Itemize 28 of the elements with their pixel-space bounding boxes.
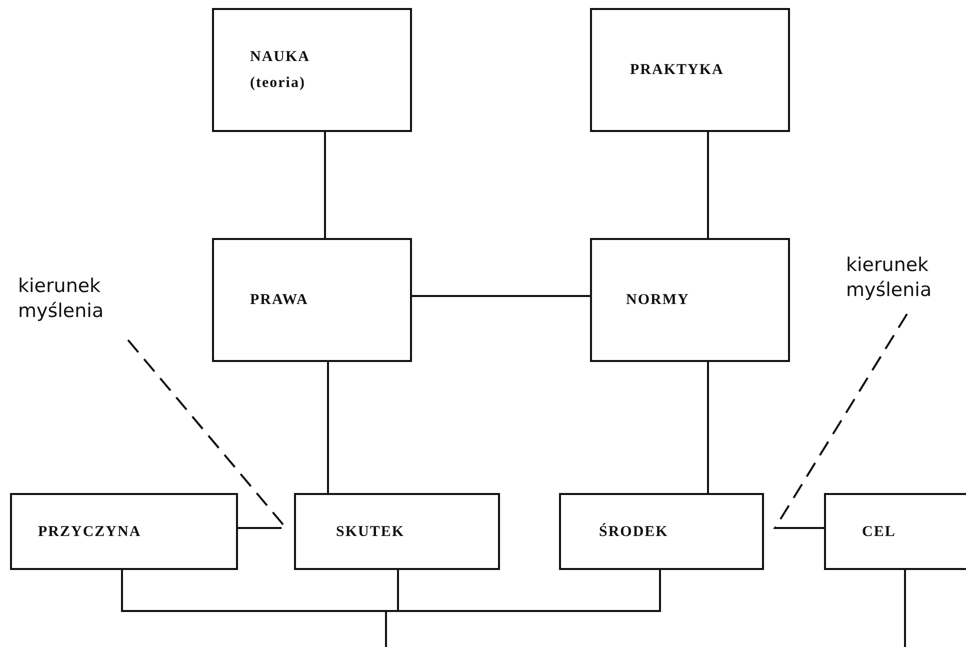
process-box xyxy=(590,238,790,362)
node-label: kierunek myślenia xyxy=(846,253,933,303)
connector-line xyxy=(707,132,709,238)
node-label: kierunek myślenia xyxy=(18,274,105,324)
connector-line xyxy=(397,570,399,611)
dashed-line xyxy=(773,313,908,529)
process-box xyxy=(212,8,412,132)
node-label: PRAWA xyxy=(250,291,310,310)
connector-line xyxy=(707,362,709,493)
process-box xyxy=(294,493,500,570)
node-label: SKUTEK xyxy=(336,522,406,542)
node-label: NAUKA (teoria) xyxy=(250,48,310,93)
process-box xyxy=(559,493,764,570)
node-label: CEL xyxy=(862,522,897,542)
node-label: PRAKTYKA xyxy=(630,61,725,80)
process-box xyxy=(590,8,790,132)
connector-line xyxy=(386,570,661,612)
connector-line xyxy=(324,132,326,238)
node-label: NORMY xyxy=(626,291,690,310)
process-box xyxy=(824,493,966,570)
node-label: ŚRODEK xyxy=(599,522,670,542)
connector-line xyxy=(121,570,387,647)
node-label: PRZYCZYNA xyxy=(38,522,142,542)
process-box xyxy=(212,238,412,362)
process-box xyxy=(10,493,238,570)
connector-line xyxy=(412,295,590,297)
connector-line xyxy=(904,570,906,647)
connector-line xyxy=(327,362,329,493)
